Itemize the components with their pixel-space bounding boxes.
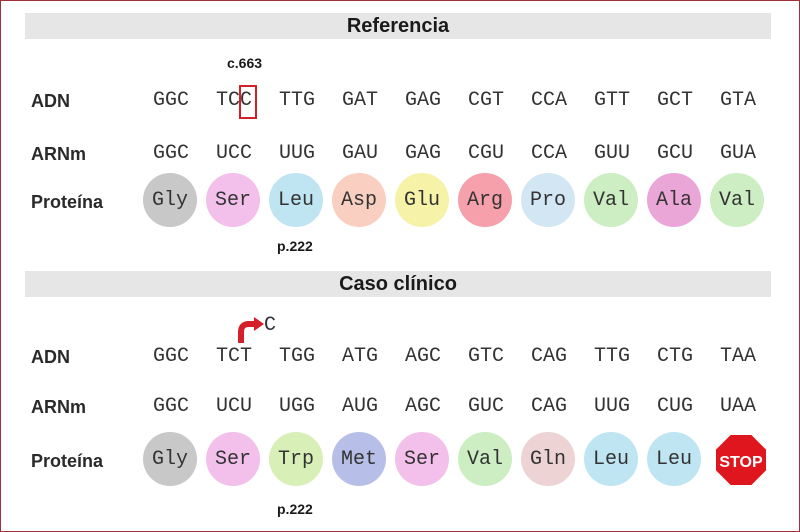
clinical-dna-codon: TTG [593, 345, 631, 368]
clinical-mrna-codon: CAG [530, 395, 568, 418]
reference-dna-codon: GTT [593, 89, 631, 112]
clinical-dna-codon: GGC [152, 345, 190, 368]
clinical-dna-codon: TAA [719, 345, 757, 368]
clinical-dna-codon: ATG [341, 345, 379, 368]
reference-mrna-codon: GUU [593, 142, 631, 165]
reference-mrna-codon: GAG [404, 142, 442, 165]
reference-protein-position: p.222 [277, 238, 313, 254]
reference-dna-label: ADN [31, 91, 70, 111]
clinical-protein-amino-acid: Val [458, 432, 512, 486]
stop-label: STOP [719, 454, 763, 471]
clinical-dna-label: ADN [31, 347, 70, 367]
clinical-mrna-codon: AUG [341, 395, 379, 418]
reference-mrna-codon: GUA [719, 142, 757, 165]
insertion-arrow-icon [238, 317, 264, 343]
reference-mrna-codon: GCU [656, 142, 694, 165]
reference-dna-codon: CGT [467, 89, 505, 112]
clinical-dna-codon: GTC [467, 345, 505, 368]
reference-dna-codon: GCT [656, 89, 694, 112]
reference-dna-codon: TTG [278, 89, 316, 112]
reference-header: Referencia [25, 13, 771, 39]
reference-dna-codon: GAG [404, 89, 442, 112]
reference-dna-codon: TCC [215, 89, 253, 112]
reference-dna-codon: CCA [530, 89, 568, 112]
clinical-mrna-codon: CUG [656, 395, 694, 418]
clinical-protein-amino-acid: Met [332, 432, 386, 486]
reference-dna-codon: GGC [152, 89, 190, 112]
clinical-dna-codon: TCT [215, 345, 253, 368]
reference-protein-amino-acid: Gly [143, 173, 197, 227]
reference-protein-amino-acid: Ala [647, 173, 701, 227]
clinical-dna-codon: AGC [404, 345, 442, 368]
clinical-protein-label: Proteína [31, 451, 104, 471]
clinical-dna-codon: CAG [530, 345, 568, 368]
clinical-protein-amino-acid: Leu [584, 432, 638, 486]
clinical-header: Caso clínico [25, 271, 771, 297]
clinical-protein-amino-acid: Gly [143, 432, 197, 486]
clinical-mrna-codon: UCU [215, 395, 253, 418]
reference-mrna-codon: CCA [530, 142, 568, 165]
reference-protein-amino-acid: Leu [269, 173, 323, 227]
clinical-mrna-codon: UGG [278, 395, 316, 418]
reference-protein-amino-acid: Pro [521, 173, 575, 227]
reference-mutation-position: c.663 [227, 55, 263, 71]
reference-protein-amino-acid: Val [584, 173, 638, 227]
clinical-mrna-codon: AGC [404, 395, 442, 418]
clinical-protein-amino-acid: Ser [206, 432, 260, 486]
reference-mrna-codon: CGU [467, 142, 505, 165]
clinical-protein-amino-acid: Gln [521, 432, 575, 486]
stop-sign-icon: STOP [713, 432, 769, 488]
clinical-protein-position: p.222 [277, 501, 313, 517]
reference-protein-amino-acid: Ser [206, 173, 260, 227]
reference-dna-codon: GTA [719, 89, 757, 112]
reference-protein-amino-acid: Val [710, 173, 764, 227]
clinical-dna-codon: TGG [278, 345, 316, 368]
clinical-mrna-codon: GUC [467, 395, 505, 418]
clinical-protein-amino-acid: Trp [269, 432, 323, 486]
clinical-protein-amino-acid: Leu [647, 432, 701, 486]
reference-mrna-codon: GAU [341, 142, 379, 165]
clinical-dna-codon: CTG [656, 345, 694, 368]
reference-mrna-label: ARNm [31, 144, 87, 164]
clinical-mrna-label: ARNm [31, 397, 87, 417]
clinical-mrna-codon: GGC [152, 395, 190, 418]
reference-mrna-codon: UUG [278, 142, 316, 165]
reference-protein-label: Proteína [31, 192, 104, 212]
inserted-base-label: C [264, 314, 277, 337]
clinical-mrna-codon: UAA [719, 395, 757, 418]
reference-protein-amino-acid: Asp [332, 173, 386, 227]
reference-dna-codon: GAT [341, 89, 379, 112]
reference-protein-amino-acid: Arg [458, 173, 512, 227]
clinical-mrna-codon: UUG [593, 395, 631, 418]
clinical-protein-amino-acid: Ser [395, 432, 449, 486]
reference-mrna-codon: GGC [152, 142, 190, 165]
reference-mrna-codon: UCC [215, 142, 253, 165]
mutation-highlight-box [239, 85, 257, 119]
reference-protein-amino-acid: Glu [395, 173, 449, 227]
